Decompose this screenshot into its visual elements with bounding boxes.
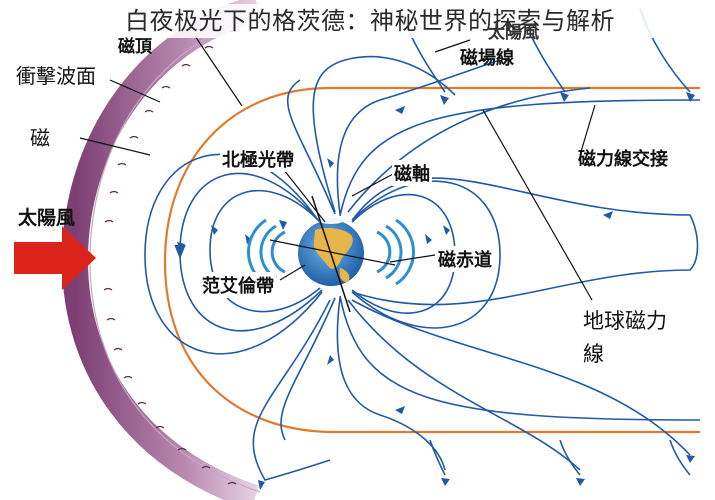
field-line-arrows [177,92,695,490]
bow-shock-edge [89,13,263,493]
earth-field-line-label-1: 地球磁力 [583,309,667,333]
aurora-north-label: 北極光帶 [220,146,296,172]
magnetic-equator-line [269,239,396,266]
magnetosphere-label: 磁 [30,126,50,150]
magnetic-axis [311,195,351,313]
earth-field-line-label-2: 線 [583,342,604,366]
field-line-label: 磁場線 [460,48,514,69]
bow-shock-band [61,0,262,500]
magnetic-axis-label: 磁軸 [392,160,432,186]
solar-wind-label: 太陽風 [18,207,76,229]
page-title: 白夜极光下的格茨德：神秘世界的探索与解析 [70,4,670,38]
reconnection-label: 磁力線交接 [578,149,668,170]
magnetic-equator-label: 磁赤道 [436,246,494,272]
field-lines [144,7,701,481]
solar-wind-arrow [14,226,96,290]
magnetopause-top-label: 磁頂 [118,37,152,57]
leader-lines [79,35,596,301]
bow-shock-turbulence [103,29,239,485]
magnetopause-line [163,86,700,434]
solar-wind-top-label: 太陽風 [488,23,539,43]
bow-shock-label: 衝擊波面 [16,64,96,88]
van-allen-label: 范艾倫帶 [200,272,276,298]
